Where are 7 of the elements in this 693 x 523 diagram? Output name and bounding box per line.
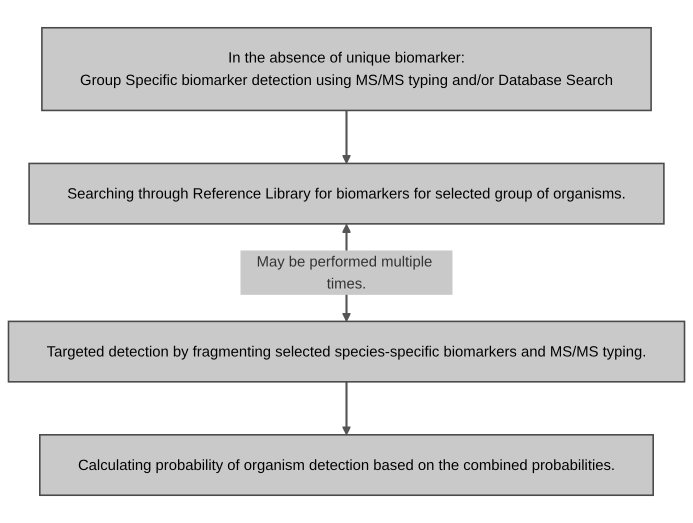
arrow <box>342 382 352 436</box>
node-box: Calculating probability of organism detection based on the combined probabilities. <box>39 434 654 496</box>
node-box: Searching through Reference Library for biomarkers for selected group of organisms. <box>28 162 665 225</box>
node-box: In the absence of unique biomarker: Group Specific biomarker detection using MS/MS typing and/or Database Search <box>41 26 652 112</box>
node-box: Targeted detection by fragmenting selected species-specific biomarkers and MS/MS typing. <box>8 320 686 383</box>
arrow <box>342 110 352 164</box>
edge-label: May be performed multiple times. <box>256 252 432 292</box>
